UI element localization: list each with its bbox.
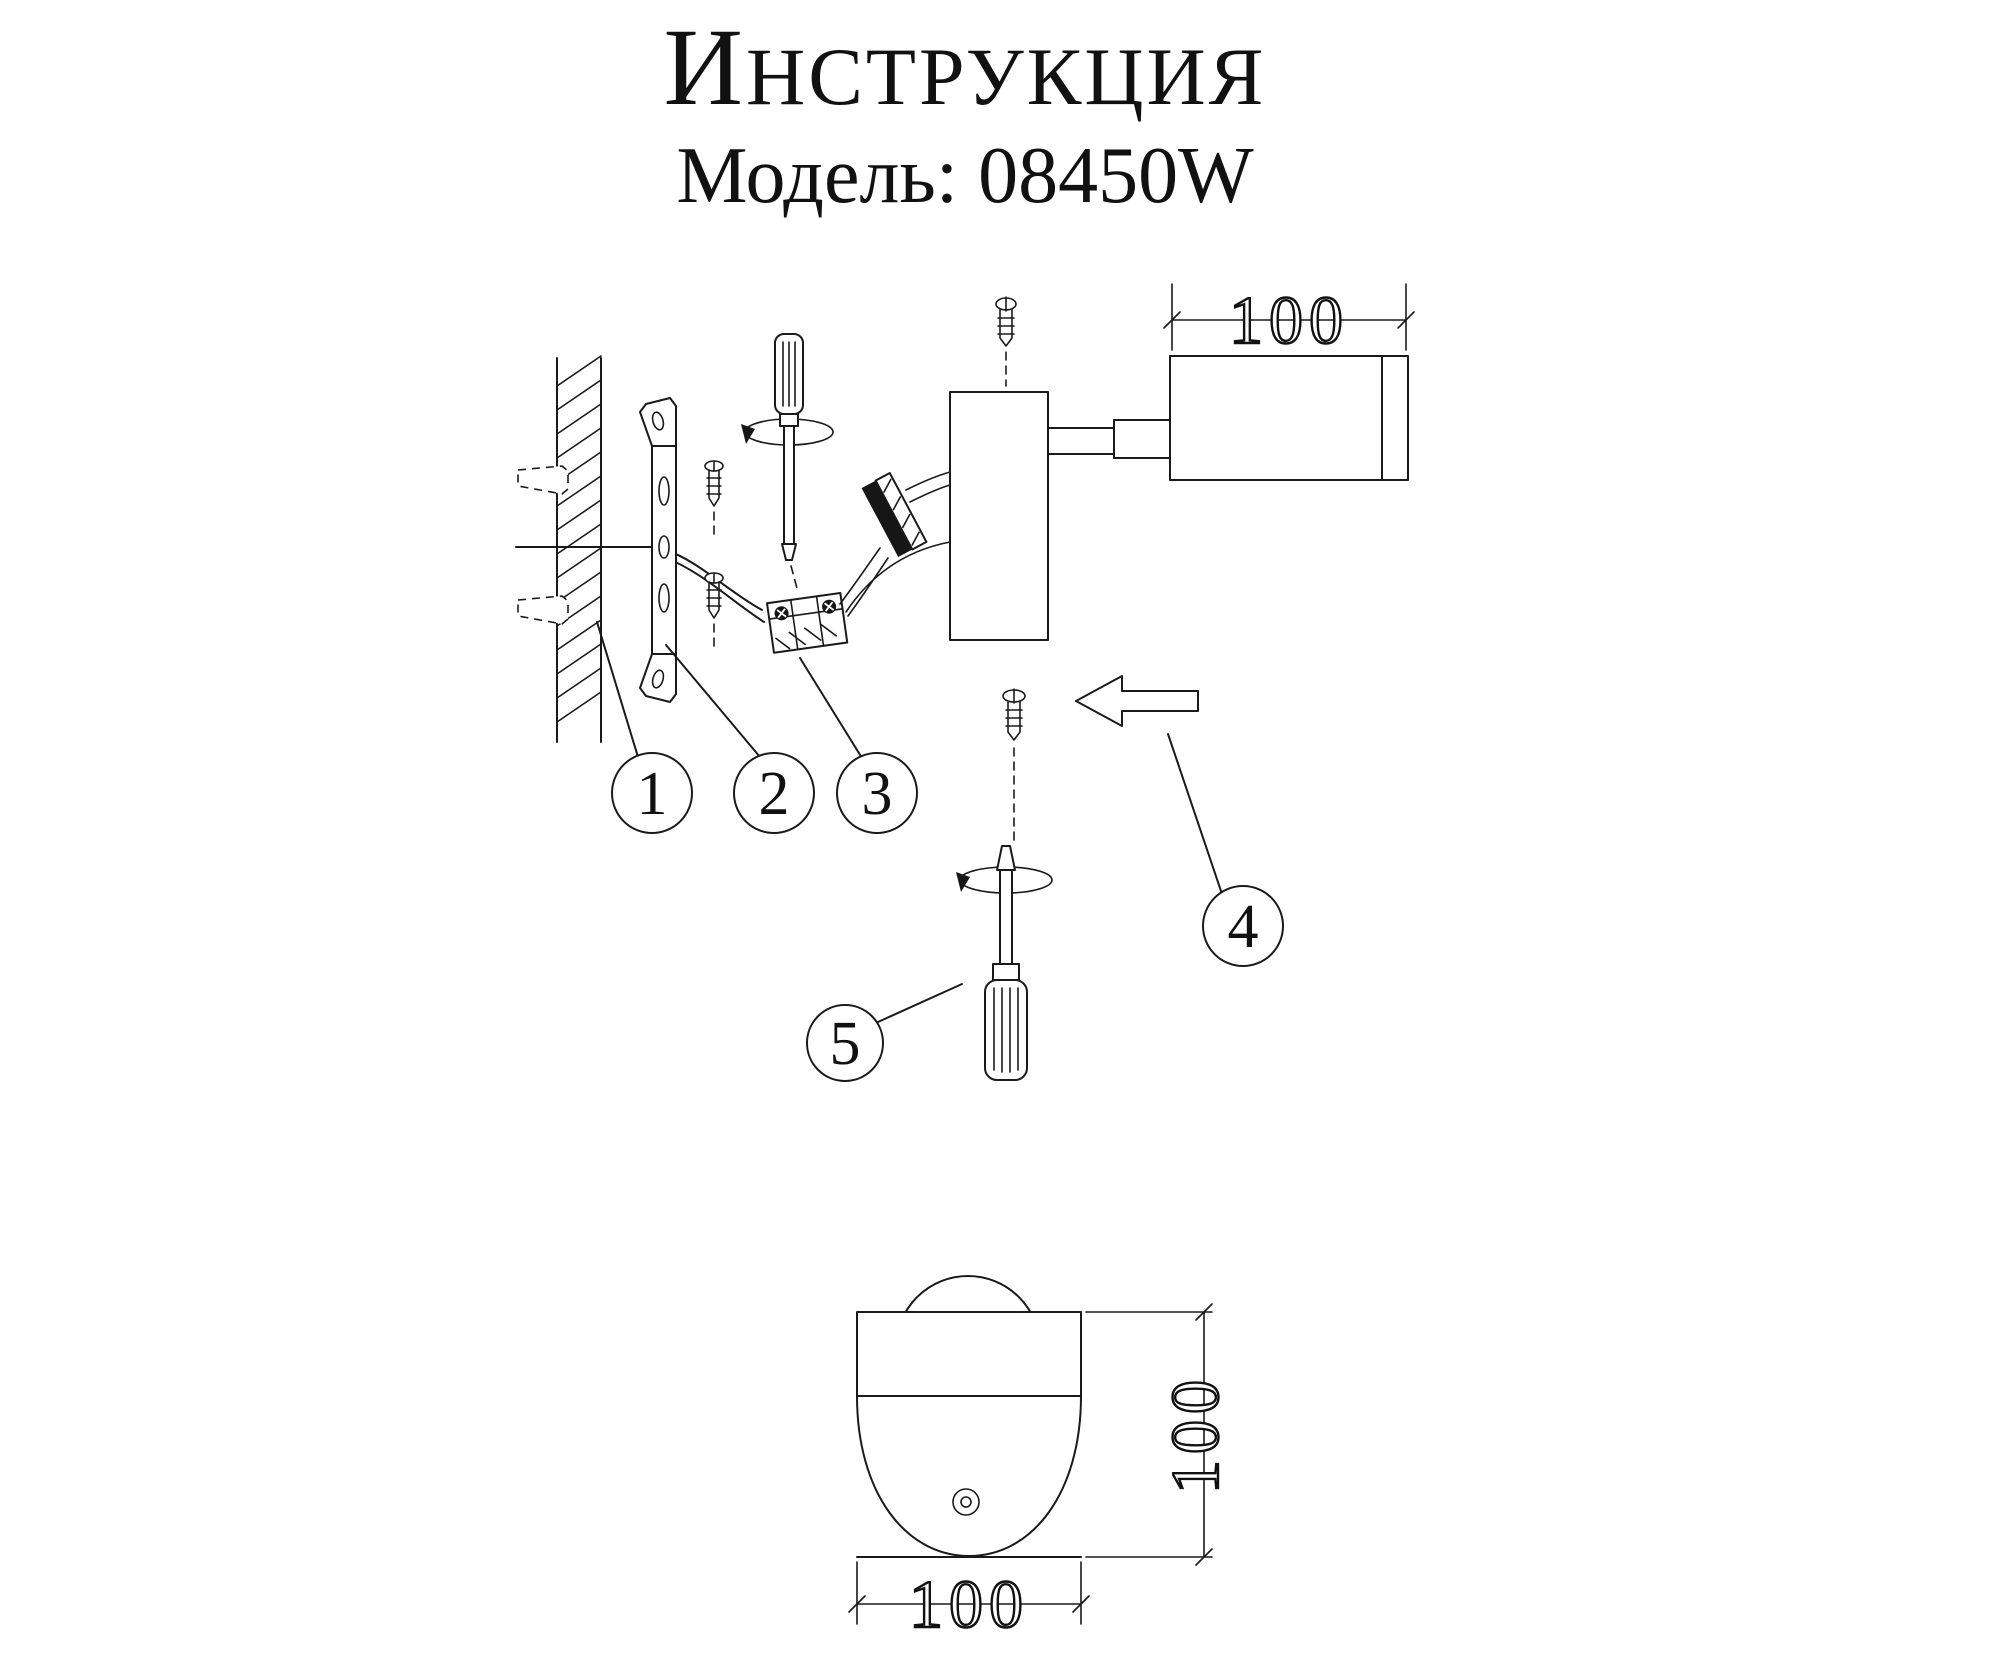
lamp-button [952, 1488, 980, 1516]
model-label: Модель: 08450W [676, 132, 1254, 220]
callout-4: 4 [1167, 733, 1284, 967]
callout-1: 1 [596, 621, 693, 834]
rotation-arrowhead [741, 424, 755, 444]
lamp-wires [839, 471, 951, 617]
callout-circle [836, 752, 918, 834]
dimension-head: 100 [1163, 281, 1415, 359]
wall-anchor-bottom [517, 595, 569, 625]
screwdriver-blade [781, 543, 797, 561]
lamp-body [949, 391, 1049, 641]
dimension-height: 100 [1085, 1303, 1234, 1566]
screwdriver-blade [996, 845, 1016, 871]
screwdriver-handle [984, 979, 1028, 1081]
screwdriver-top [741, 333, 834, 593]
bracket-slot-top [658, 476, 670, 506]
screwdriver-shaft [999, 869, 1013, 965]
wall-hatch [556, 355, 602, 723]
bracket-tab-hole-top [651, 411, 665, 431]
bracket-tab-hole-bottom [651, 669, 665, 689]
callout-circle [806, 1004, 884, 1082]
screwdriver-shaft [783, 425, 795, 545]
screw-top [995, 296, 1017, 387]
mounting-bracket [639, 397, 677, 703]
lamp-arm [1047, 419, 1173, 459]
callout-5: 5 [806, 983, 963, 1082]
callout-3: 3 [799, 657, 918, 834]
screw-bottom [1002, 688, 1026, 845]
lamp-head [1169, 355, 1409, 481]
screwdriver-bottom [956, 845, 1053, 1081]
bracket-screws [704, 460, 724, 653]
wall-section [517, 355, 602, 743]
page-title: ИНСТРУКЦИЯ [664, 6, 1267, 128]
dimension-width: 100 [848, 1561, 1090, 1643]
callout-circle [611, 752, 693, 834]
bracket-slot-bottom [658, 583, 670, 613]
callout-number-2: 2 [759, 760, 790, 828]
insert-arrow [1075, 675, 1199, 727]
lamp-front-band [856, 1311, 1082, 1397]
wall-anchor-top [517, 465, 569, 495]
rotation-arrowhead [956, 872, 970, 892]
callout-circle [1202, 885, 1284, 967]
callout-circle [733, 752, 815, 834]
callout-number-3: 3 [862, 760, 893, 828]
plug-connector [861, 472, 928, 557]
dimension-label-width: 100 [909, 1566, 1029, 1642]
left-arrow-icon [1075, 675, 1199, 727]
lamp-front-view [856, 1275, 1082, 1558]
callout-number-4: 4 [1228, 893, 1259, 961]
bracket-slot-middle [658, 535, 670, 559]
callout-number-1: 1 [637, 760, 668, 828]
lamp-front-body [856, 1395, 1082, 1557]
dimension-label-head: 100 [1229, 282, 1349, 358]
callout-number-5: 5 [830, 1010, 861, 1078]
dimension-label-height: 100 [1157, 1374, 1233, 1494]
terminal-block [766, 591, 849, 654]
callout-2: 2 [665, 644, 815, 834]
